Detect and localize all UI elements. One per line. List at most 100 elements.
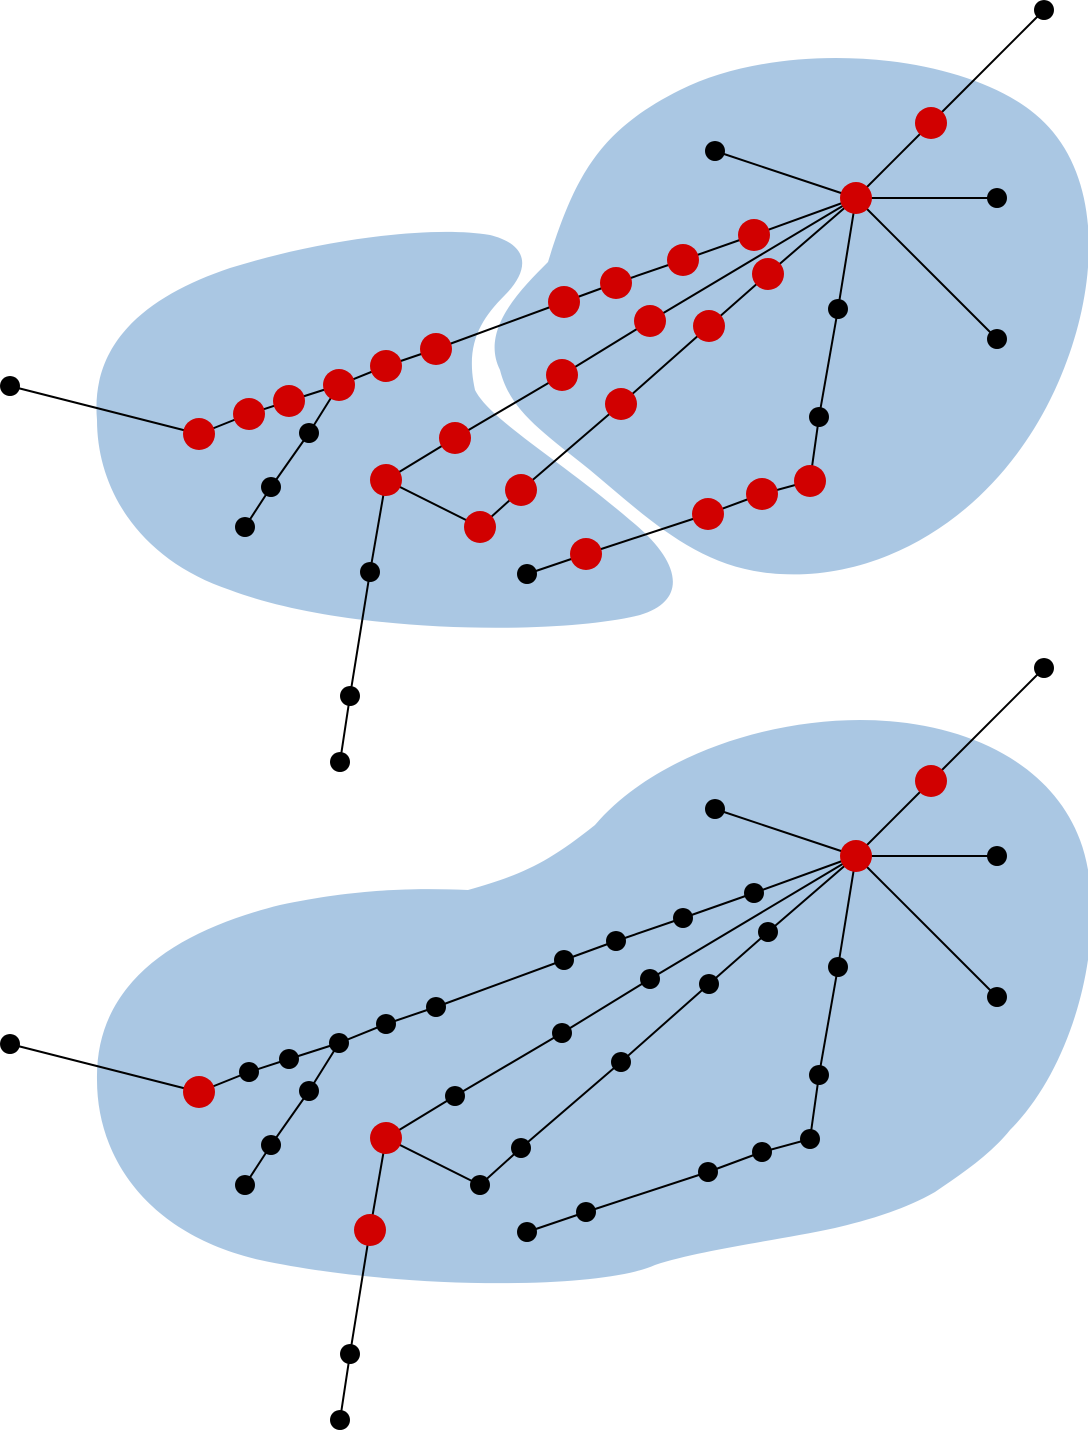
edge-c1-c2: [682, 892, 755, 919]
edge-h-a3: [855, 855, 998, 998]
node-e5: [758, 922, 778, 942]
edge-d6-d7: [339, 1353, 351, 1421]
edge-d5-d6: [349, 1229, 371, 1355]
node-a3: [987, 329, 1007, 349]
node-b0: [828, 957, 848, 977]
node-c1: [744, 883, 764, 903]
edge-f1-f2: [270, 432, 310, 488]
edge-e2-e3: [520, 1061, 622, 1149]
node-c3: [606, 931, 626, 951]
edge-c9-c10: [9, 1043, 200, 1093]
node-b1: [800, 1129, 820, 1149]
node-f2: [261, 477, 281, 497]
edge-h-b0: [837, 197, 857, 310]
node-c5: [426, 997, 446, 1017]
node-d2: [552, 1023, 572, 1043]
highlighted-node-e5: [752, 258, 784, 290]
edge-d6-d7: [339, 695, 351, 763]
edge-d1-d2: [561, 320, 651, 376]
node-c10: [0, 1034, 20, 1054]
region-bottom: [96, 720, 1088, 1284]
highlighted-node-d3: [439, 422, 471, 454]
edge-h-c1: [753, 197, 857, 236]
edge-e5-h: [767, 197, 857, 275]
edge-e3-e4: [620, 983, 710, 1063]
edge-h-d1: [649, 197, 857, 322]
graph-bottom: [0, 658, 1054, 1430]
edge-b0b-b1: [809, 1074, 820, 1140]
node-f1: [299, 423, 319, 443]
edge-h-a1: [714, 808, 857, 857]
highlighted-node-c2: [667, 244, 699, 276]
node-e4: [699, 974, 719, 994]
highlighted-node-n1: [915, 765, 947, 797]
node-n0: [1034, 0, 1054, 20]
node-a3: [987, 987, 1007, 1007]
highlighted-node-d2: [546, 359, 578, 391]
edge-d2-d3: [454, 1032, 563, 1097]
highlighted-node-d4: [370, 464, 402, 496]
highlighted-node-b3: [692, 498, 724, 530]
node-d5: [360, 562, 380, 582]
node-c7: [329, 1033, 349, 1053]
highlighted-node-c7: [323, 369, 355, 401]
edge-b3-b4: [585, 513, 709, 555]
edge-n1-n0: [930, 667, 1045, 782]
edge-c4-c5: [435, 959, 565, 1008]
highlighted-node-b2: [746, 478, 778, 510]
edge-n1-n0: [930, 9, 1045, 124]
node-d6: [340, 686, 360, 706]
node-f3: [235, 1175, 255, 1195]
top-panel: [0, 0, 1088, 772]
node-d7: [330, 1410, 350, 1430]
highlighted-node-d4: [370, 1122, 402, 1154]
edge-e5-h: [767, 855, 857, 933]
highlighted-node-h: [840, 182, 872, 214]
node-e3: [611, 1052, 631, 1072]
edge-d2-d3: [454, 374, 563, 439]
edge-c2-c3: [615, 917, 684, 942]
edge-b3-b4: [585, 1171, 709, 1213]
node-n0: [1034, 658, 1054, 678]
highlighted-node-c9: [183, 418, 215, 450]
edge-e4-e5: [708, 931, 769, 985]
node-c2: [673, 908, 693, 928]
edge-b0-b0b: [818, 308, 839, 418]
highlighted-node-e4: [693, 310, 725, 342]
edge-h-a1: [714, 150, 857, 199]
edge-b0-b0b: [818, 966, 839, 1076]
edge-d4-e1: [385, 479, 481, 528]
highlighted-node-c3: [600, 267, 632, 299]
node-f1: [299, 1081, 319, 1101]
highlighted-node-e1: [464, 511, 496, 543]
node-c10: [0, 376, 20, 396]
highlighted-node-d1: [634, 305, 666, 337]
edge-h-a3: [855, 197, 998, 340]
node-a1: [705, 141, 725, 161]
highlighted-node-c1: [738, 219, 770, 251]
edge-f1-f2: [270, 1090, 310, 1146]
node-a1: [705, 799, 725, 819]
edge-h-b0: [837, 855, 857, 968]
highlighted-node-b4: [570, 538, 602, 570]
node-a2: [987, 188, 1007, 208]
edge-e3-e4: [620, 325, 710, 405]
node-c6: [376, 1014, 396, 1034]
edge-b4-b5: [526, 1211, 587, 1233]
highlighted-node-e2: [505, 474, 537, 506]
highlighted-node-e3: [605, 388, 637, 420]
highlighted-node-c8: [273, 385, 305, 417]
edge-d5-d6: [349, 571, 371, 697]
node-b0: [828, 299, 848, 319]
node-d7: [330, 752, 350, 772]
edge-h-n1: [855, 780, 932, 857]
node-b2: [752, 1142, 772, 1162]
node-c9b: [239, 1062, 259, 1082]
graph-top: [0, 0, 1054, 772]
highlighted-node-n1: [915, 107, 947, 139]
edge-e2-e3: [520, 403, 622, 491]
bottom-panel: [0, 658, 1088, 1430]
node-d1: [640, 969, 660, 989]
node-a2: [987, 846, 1007, 866]
